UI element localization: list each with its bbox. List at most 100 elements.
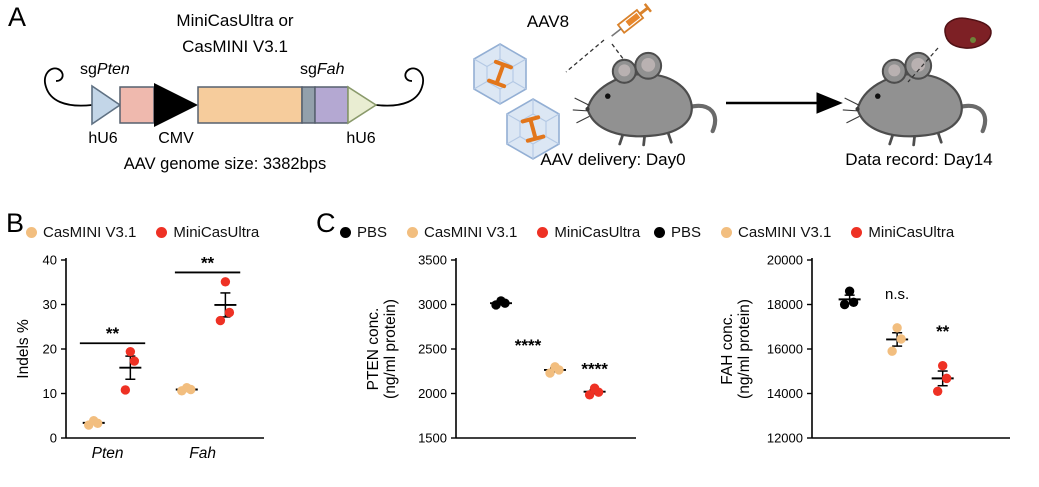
y-tick-label: 2500: [418, 342, 447, 357]
legend-item: CasMINI V3.1: [721, 224, 831, 241]
legend-label: CasMINI V3.1: [424, 224, 518, 241]
cas-protein-box: [197, 86, 303, 124]
data-point: [584, 390, 595, 400]
y-axis-label: (ng/ml protein): [382, 299, 399, 399]
liver-callout-dashed-line: [907, 47, 939, 83]
liver-icon: [944, 17, 992, 49]
y-tick-label: 20: [43, 342, 57, 357]
hu6-promoter-right-triangle: [347, 85, 378, 125]
y-tick-label: 40: [43, 253, 57, 268]
legend-label: MiniCasUltra: [868, 224, 955, 241]
legend-label: PBS: [357, 224, 388, 241]
legend-dot: [654, 227, 665, 238]
hu6-right-label: hU6: [346, 130, 375, 147]
data-point: [932, 386, 943, 396]
hu6-left-label: hU6: [88, 130, 117, 147]
annotation: n.s.: [885, 286, 909, 303]
sgrna-box-right: [314, 86, 349, 124]
y-tick-label: 3500: [418, 253, 447, 268]
aav-delivery-diagram: AAV8 AAV del: [473, 3, 993, 169]
data-point: [182, 383, 192, 393]
data-point: [937, 360, 948, 371]
y-axis-label: (ng/ml protein): [736, 299, 753, 399]
data-point: [896, 334, 906, 344]
panel-c-label: C: [316, 208, 336, 238]
y-tick-label: 2000: [418, 386, 447, 401]
y-tick-label: 30: [43, 297, 57, 312]
aav8-label: AAV8: [527, 12, 569, 31]
annotation: ****: [515, 336, 542, 355]
cmv-label: CMV: [158, 130, 194, 147]
linker-box: [301, 86, 316, 124]
mouse-illustration-day14: [843, 53, 985, 145]
cmv-promoter-arrow: [154, 83, 198, 127]
aav-capsid-icon: [473, 43, 527, 105]
y-axis-label: PTEN conc.: [365, 308, 382, 391]
panel-c-legend-pten: PBS CasMINI V3.1 MiniCasUltra: [340, 224, 640, 241]
data-point: [589, 383, 600, 393]
legend-item: MiniCasUltra: [156, 224, 259, 241]
annotation: **: [936, 322, 950, 341]
y-tick-label: 12000: [767, 431, 803, 446]
data-point: [220, 277, 231, 287]
y-tick-label: 1500: [418, 431, 447, 446]
legend-label: CasMINI V3.1: [43, 224, 137, 241]
aav-delivery-label: AAV delivery: Day0: [540, 150, 685, 169]
legend-dot: [537, 227, 549, 238]
y-tick-label: 0: [50, 431, 57, 446]
legend-dot: [340, 227, 351, 238]
data-point: [215, 315, 226, 326]
y-tick-label: 3000: [418, 297, 447, 312]
x-tick-label: Fah: [189, 445, 216, 462]
panel-a-label: A: [8, 2, 27, 32]
legend-dot: [851, 227, 863, 238]
y-tick-label: 20000: [767, 253, 803, 268]
legend-dot: [156, 227, 168, 238]
data-point: [887, 346, 897, 356]
significance-label: **: [201, 253, 215, 272]
sg-pten-label: sgPten: [80, 61, 130, 78]
legend-dot: [721, 227, 733, 238]
itr-left-loop: [44, 67, 93, 107]
data-point: [550, 362, 560, 372]
data-point: [892, 323, 902, 333]
data-point: [224, 307, 235, 318]
legend-label: CasMINI V3.1: [738, 224, 832, 241]
legend-item: PBS: [340, 224, 387, 241]
data-point: [839, 299, 850, 310]
significance-label: **: [106, 324, 120, 343]
legend-item: MiniCasUltra: [537, 224, 640, 241]
data-point: [848, 297, 859, 307]
syringe-icon: [611, 3, 652, 37]
y-tick-label: 14000: [767, 386, 803, 401]
construct-title-line1: MiniCasUltra or: [176, 11, 293, 30]
legend-label: MiniCasUltra: [173, 224, 260, 241]
sgrna-box-left: [119, 86, 155, 124]
y-tick-label: 16000: [767, 342, 803, 357]
panel-c-legend-fah: PBS CasMINI V3.1 MiniCasUltra: [654, 224, 954, 241]
legend-item: MiniCasUltra: [851, 224, 954, 241]
legend-dot: [407, 227, 419, 238]
y-axis-label: Indels %: [15, 319, 32, 379]
data-point: [125, 346, 136, 357]
legend-dot: [26, 227, 37, 238]
y-axis-label: FAH conc.: [719, 313, 736, 385]
x-tick-label: Pten: [92, 445, 124, 462]
genome-size-label: AAV genome size: 3382bps: [124, 155, 326, 173]
data-point: [120, 385, 131, 395]
y-tick-label: 18000: [767, 297, 803, 312]
panel-b-label: B: [6, 208, 25, 238]
data-point: [129, 356, 140, 366]
data-point: [89, 415, 99, 426]
construct-title-line2: CasMINI V3.1: [182, 37, 288, 56]
data-point: [844, 286, 855, 296]
legend-item: PBS: [654, 224, 701, 241]
panel-a-schematic: MiniCasUltra or CasMINI V3.1 sgPten sgFa…: [44, 3, 993, 173]
itr-right-loop: [375, 67, 424, 107]
legend-item: CasMINI V3.1: [26, 224, 136, 241]
hu6-promoter-left-triangle: [91, 84, 122, 126]
